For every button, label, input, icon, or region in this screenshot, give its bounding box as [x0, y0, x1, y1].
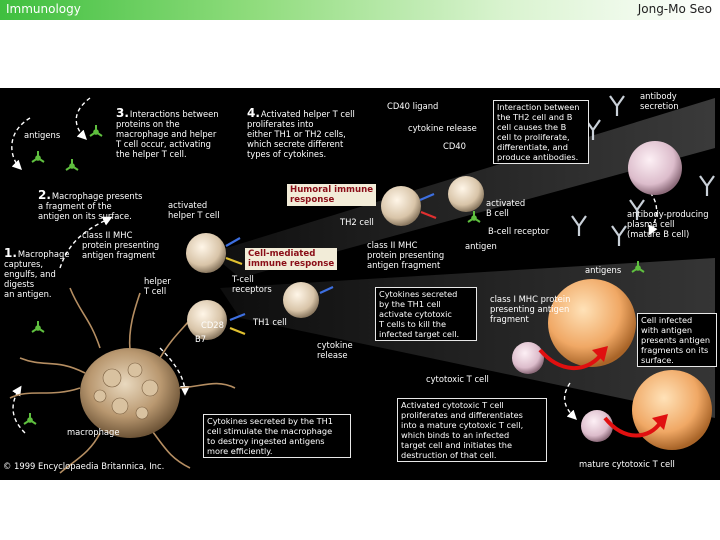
cytokine-release-mid-label: cytokine release [317, 340, 353, 360]
slide-title: Immunology [6, 2, 81, 16]
macrophage-cytokines-box: Cytokines secreted by the TH1 cell stimu… [203, 414, 351, 458]
macrophage-label: macrophage [67, 427, 120, 437]
surface-receptors [225, 192, 437, 336]
diagram-artwork [9, 95, 715, 474]
class-ii-mhc-left-label: class II MHC protein presenting antigen … [82, 230, 160, 260]
antigens-label-right: antigens [585, 265, 622, 275]
antigen-icons [23, 125, 645, 425]
cd40-ligand-label: CD40 ligand [387, 101, 439, 111]
macrophage-cell [9, 287, 236, 474]
slide-header: Immunology Jong-Mo Seo [0, 0, 720, 20]
antibody-icons [571, 95, 715, 246]
cell-mediated-response-heading: Cell-mediated immune response [245, 248, 338, 270]
activated-helper-t-cell-label: activated helper T cell [168, 200, 220, 220]
infected-cell-box: Cell infected with antigen presents anti… [637, 313, 717, 367]
class-i-mhc-label: class I MHC protein presenting antigen f… [490, 294, 571, 324]
step-2-label: 2.Macrophage presents a fragment of the … [38, 188, 143, 221]
th1-cell-label: TH1 cell [253, 317, 287, 327]
destruction-arrows [538, 348, 662, 438]
b-cells [448, 141, 682, 212]
mature-cytotoxic-t-cell-label: mature cytotoxic T cell [579, 459, 675, 469]
antibody-secretion-label: antibody secretion [640, 91, 679, 111]
step-3-label: 3.Interactions between proteins on the m… [116, 106, 219, 159]
t-cell-receptors-label: T-cell receptors [232, 274, 272, 294]
cytokine-release-top-label: cytokine release [408, 123, 477, 133]
th1-cytokines-cytotoxic-box: Cytokines secreted by the TH1 cell activ… [375, 287, 477, 341]
copyright-notice: © 1999 Encyclopaedia Britannica, Inc. [3, 461, 165, 471]
helper-t-cell-label: helper T cell [144, 276, 171, 296]
b7-label: B7 [195, 334, 207, 344]
arrow-plasma [639, 182, 658, 236]
immune-response-diagram: 1.Macrophage captures, engulfs, and dige… [0, 88, 720, 480]
helper-t-cells [186, 186, 421, 340]
activated-cytotoxic-box: Activated cytotoxic T cell proliferates … [397, 398, 547, 462]
arrow-top-left [75, 97, 91, 140]
arrow-macrophage-up [59, 216, 113, 269]
th2-b-cell-interaction-box: Interaction between the TH2 cell and B c… [493, 100, 589, 164]
activated-b-cell-label: activated B cell [486, 198, 526, 218]
arrow-macrophage-right [159, 347, 190, 396]
antigen-label: antigen [465, 241, 497, 251]
slide-author: Jong-Mo Seo [637, 2, 712, 16]
cytotoxic-t-cells [512, 342, 613, 442]
arrow-left-bottom [12, 385, 26, 434]
cd40-label: CD40 [443, 141, 466, 151]
th2-cell-label: TH2 cell [340, 217, 374, 227]
step-4-label: 4.Activated helper T cell proliferates i… [247, 106, 355, 159]
class-ii-mhc-right-label: class II MHC protein presenting antigen … [367, 240, 445, 270]
humoral-response-heading: Humoral immune response [287, 184, 377, 206]
b-cell-receptor-label: B-cell receptor [488, 226, 550, 236]
step-1-label: 1.Macrophage captures, engulfs, and dige… [4, 246, 70, 299]
cd28-label: CD28 [201, 320, 224, 330]
arrow-antigen-in [11, 117, 31, 170]
cytotoxic-t-cell-label: cytotoxic T cell [426, 374, 489, 384]
plasma-cell-label: antibody-producing plasma cell (mature B… [627, 209, 709, 239]
antigens-label-left: antigens [24, 130, 61, 140]
arrow-cytotoxic-down [563, 382, 577, 420]
